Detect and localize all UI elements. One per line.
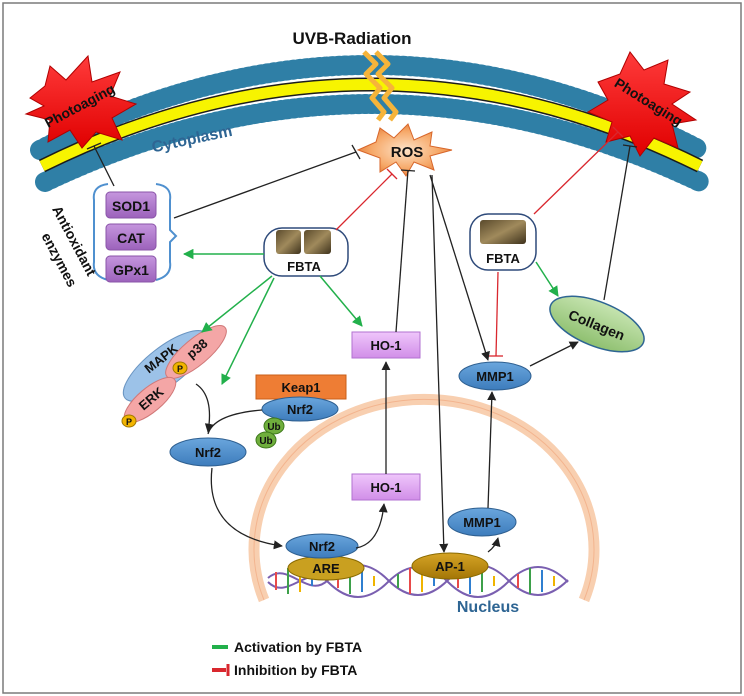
arrow-nrf2-to-nucleus <box>210 467 283 550</box>
ho1-upper-node: HO-1 <box>351 331 421 359</box>
nrf2-free-node: Nrf2 <box>169 437 247 467</box>
uvb-title: UVB-Radiation <box>293 29 412 48</box>
inhibit-collagen-to-photoaging <box>603 145 631 301</box>
ho1-lower-label: HO-1 <box>370 480 401 495</box>
inhibit-ho1-to-ros <box>395 169 409 333</box>
ub1-label: Ub <box>267 422 280 433</box>
arrow-ros-to-ap1 <box>431 174 449 553</box>
inhibit-ho1-to-ros-bar <box>400 169 416 172</box>
phospho-erk-label: P <box>126 417 132 427</box>
keap1-box <box>255 374 347 400</box>
enzyme-cat-label: CAT <box>117 230 145 246</box>
inhibit-fbta-to-photoaging-bar <box>612 126 624 138</box>
are-label: ARE <box>312 561 340 576</box>
legend: Activation by FBTA Inhibition by FBTA <box>212 639 362 678</box>
neutral-arrows <box>195 174 579 553</box>
ap1-label: AP-1 <box>435 559 465 574</box>
inhibit-enzymes-to-photoaging-bar <box>86 142 102 150</box>
collagen-node: Collagen <box>549 295 645 353</box>
mmp1-lower-node: MMP1 <box>447 507 517 537</box>
inhibit-fbta-to-ros <box>335 173 393 231</box>
arrow-nrf2-to-ho1 <box>355 503 388 549</box>
fbta-inhibitions <box>335 126 624 357</box>
enzyme-gpx1-label: GPx1 <box>113 262 149 278</box>
enzyme-box-cat <box>105 223 157 251</box>
activate-fbta-to-mapk <box>201 275 273 333</box>
inhibit-enzymes-to-ros <box>173 151 357 219</box>
legend-activation-label: Activation by FBTA <box>234 639 362 655</box>
tea-extract-icon <box>304 230 331 254</box>
fbta-left: FBTA <box>263 227 349 277</box>
enzyme-box-sod1 <box>105 191 157 219</box>
keap1-label: Keap1 <box>281 380 320 395</box>
inhibit-fbta-to-mmp1 <box>495 271 499 357</box>
nrf2-are-complex: ARE Nrf2 <box>285 533 365 581</box>
nrf2-free-label: Nrf2 <box>195 445 221 460</box>
fbta-right-label: FBTA <box>486 251 520 266</box>
fbta-activations <box>182 248 559 385</box>
inhibit-collagen-to-photoaging-bar <box>622 144 638 148</box>
photoaging-left-starburst: Photoaging <box>24 54 138 149</box>
ho1-lower-node: HO-1 <box>351 473 421 501</box>
nrf2-keap-label: Nrf2 <box>287 402 313 417</box>
neutral-inhibitions <box>86 142 638 333</box>
antioxidant-enzymes: SOD1 CAT GPx1 <box>92 183 178 283</box>
legend-inhibition-label: Inhibition by FBTA <box>234 662 357 678</box>
enzyme-sod1-label: SOD1 <box>112 198 150 214</box>
fbta-right: FBTA <box>469 213 537 271</box>
mmp1-upper-label: MMP1 <box>476 369 514 384</box>
arrow-mmp1-lower-to-upper <box>487 391 497 509</box>
mmp1-lower-label: MMP1 <box>463 515 501 530</box>
fbta-left-label: FBTA <box>287 259 321 274</box>
inhibit-enzymes-to-photoaging <box>93 145 115 187</box>
activate-fbta-to-ho1 <box>319 275 363 327</box>
mmp1-upper-node: MMP1 <box>458 361 532 391</box>
arrow-ros-to-mmp1 <box>429 174 490 361</box>
activate-fbta-to-nrf2 <box>221 277 275 385</box>
ros-label: ROS <box>391 144 424 161</box>
arrow-mmp1-to-collagen <box>529 341 579 367</box>
enzyme-box-gpx1 <box>105 255 157 283</box>
nucleus-label: Nucleus <box>457 599 519 616</box>
activate-fbta-to-collagen <box>535 261 559 297</box>
keap1-complex: Keap1 Nrf2 Ub Ub <box>255 374 347 449</box>
nucleus-outline <box>253 398 595 601</box>
photoaging-right-starburst: Photoaging <box>586 51 698 157</box>
phospho-mapk-label: P <box>177 364 183 374</box>
inhibit-fbta-to-ros-bar <box>386 168 398 180</box>
ros-starburst: ROS <box>356 123 453 177</box>
ub2-label: Ub <box>259 436 272 447</box>
lightning-icon <box>362 50 399 122</box>
tea-extract-icon <box>276 230 301 254</box>
ho1-upper-label: HO-1 <box>370 338 401 353</box>
inhibit-enzymes-to-ros-bar <box>351 144 361 160</box>
nrf2-dna-label: Nrf2 <box>309 539 335 554</box>
ap1-node: AP-1 <box>411 552 489 580</box>
arrow-mapk-to-nrf2 <box>195 383 214 433</box>
inhibit-fbta-to-photoaging <box>533 131 619 215</box>
arrow-ap1-to-mmp1 <box>487 537 501 553</box>
line-keap-to-nrf2 <box>207 409 263 435</box>
tea-extract-icon <box>480 220 526 244</box>
